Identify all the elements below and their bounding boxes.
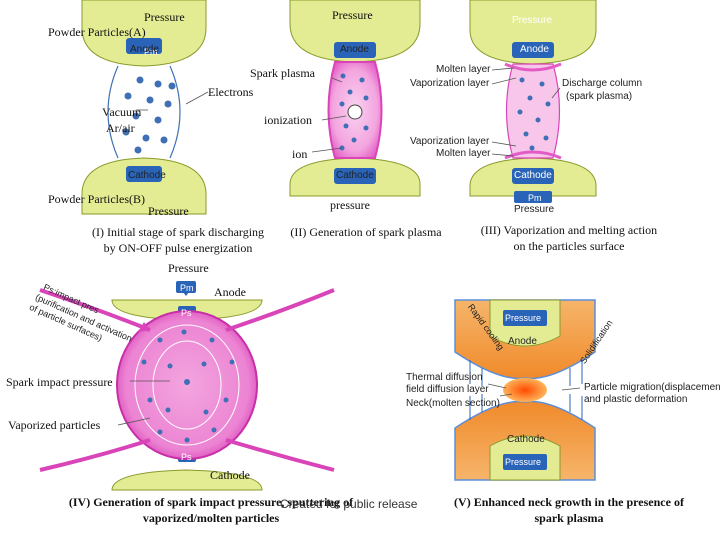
overlay-watermark-text: Created for public release bbox=[280, 497, 418, 511]
panel5-thermal-line1: Thermal diffusion bbox=[406, 372, 483, 383]
panel4-pm: Pm bbox=[180, 283, 194, 293]
panel-4-spark-impact bbox=[39, 281, 335, 491]
panel4-cathode: Cathode bbox=[210, 468, 250, 482]
panel3-caption-line2: on the particles surface bbox=[513, 239, 625, 253]
panel4-ps-top: Ps bbox=[181, 308, 192, 318]
panel4-vaporized: Vaporized particles bbox=[8, 418, 101, 432]
panel1-pressure-top: Pressure bbox=[144, 10, 185, 24]
panel1-vacuum-line2: Ar/air bbox=[106, 121, 135, 135]
panel2-anode: Anode bbox=[340, 44, 369, 55]
panel5-migration-line1: Particle migration(displacement) bbox=[584, 382, 720, 393]
panel3-pressure-top: Pressure bbox=[512, 15, 553, 26]
panel1-caption-line1: (I) Initial stage of spark discharging bbox=[91, 225, 265, 239]
panel4-pressure: Pressure bbox=[168, 261, 209, 275]
panel1-pressure-bottom: Pressure bbox=[148, 204, 189, 218]
panel4-caption-line2: vaporized/molten particles bbox=[142, 511, 280, 525]
panel5-cathode: Cathode bbox=[507, 434, 545, 445]
panel1-cathode: Cathode bbox=[128, 170, 166, 181]
panel3-vapor-bottom: Vaporization layer bbox=[410, 136, 490, 147]
panel4-caption-line1: (IV) Generation of spark impact pressure… bbox=[68, 495, 354, 509]
panel-1-initial-stage bbox=[81, 0, 209, 215]
panel5-pressure-top: Pressure bbox=[505, 313, 542, 323]
panel3-discharge-line1: Discharge column bbox=[562, 78, 643, 89]
panel1-caption-line2: by ON-OFF pulse energization bbox=[103, 241, 253, 255]
panel3-pm: Pm bbox=[528, 193, 542, 203]
panel2-pressure-top: Pressure bbox=[332, 8, 373, 22]
panel3-caption-line1: (III) Vaporization and melting action bbox=[480, 223, 658, 237]
panel3-anode: Anode bbox=[520, 44, 549, 55]
panel3-molten-bottom: Molten layer bbox=[436, 148, 491, 159]
panel5-caption-line1: (V) Enhanced neck growth in the presence… bbox=[454, 495, 684, 509]
panel4-ps-bottom: Ps bbox=[181, 452, 192, 462]
panel-2-spark-plasma bbox=[289, 0, 421, 197]
panel1-anode: Anode bbox=[130, 44, 159, 55]
electron-marks bbox=[122, 76, 176, 154]
panel2-caption: (II) Generation of spark plasma bbox=[290, 225, 442, 239]
panel1-vacuum-line1: Vacuum bbox=[102, 105, 142, 119]
panel1-powder-b: Powder Particles(B) bbox=[48, 192, 145, 206]
panel5-thermal-line2: field diffusion layer bbox=[406, 384, 489, 395]
panel4-spark-impact: Spark impact pressure bbox=[6, 375, 113, 389]
panel2-cathode: Cathode bbox=[336, 170, 374, 181]
panel1-pm-top: Pm bbox=[144, 47, 158, 57]
panel2-pressure-bottom: pressure bbox=[330, 198, 370, 212]
panel3-vapor-top: Vaporization layer bbox=[410, 78, 490, 89]
panel4-anode: Anode bbox=[214, 285, 246, 299]
panel5-caption-line2: spark plasma bbox=[534, 511, 604, 525]
panel2-ion: ion bbox=[292, 147, 308, 161]
panel3-cathode: Cathode bbox=[514, 170, 552, 181]
panel2-ionization: ionization bbox=[264, 113, 312, 127]
panel-3-vaporization bbox=[469, 0, 597, 203]
panel5-anode: Anode bbox=[508, 336, 537, 347]
panel3-molten-top: Molten layer bbox=[436, 64, 491, 75]
panel3-discharge-line2: (spark plasma) bbox=[566, 91, 633, 102]
panel5-pressure-bottom: Pressure bbox=[505, 457, 542, 467]
panel-5-neck-growth bbox=[454, 299, 596, 481]
panel2-spark-plasma: Spark plasma bbox=[250, 66, 315, 80]
panel1-powder-a: Powder Particles(A) bbox=[48, 25, 146, 39]
panel5-neck: Neck(molten section) bbox=[406, 398, 500, 409]
panel1-electrons: Electrons bbox=[208, 85, 254, 99]
panel5-migration-line2: and plastic deformation bbox=[584, 394, 688, 405]
panel3-pressure-bottom: Pressure bbox=[514, 204, 555, 215]
